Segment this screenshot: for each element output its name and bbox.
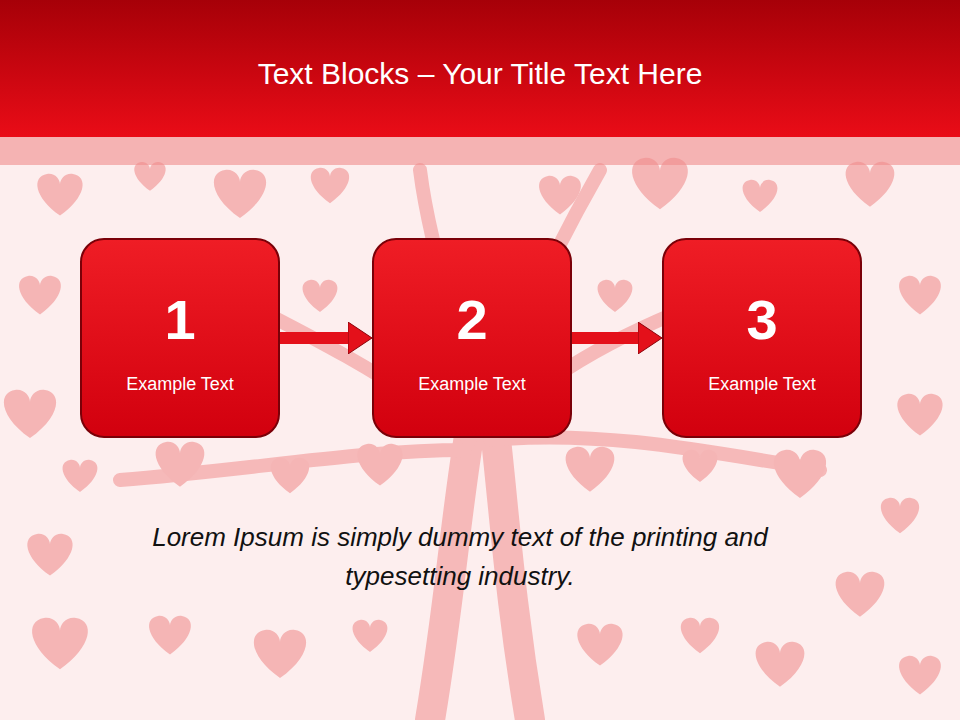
step-box: 3Example Text xyxy=(662,238,862,438)
heart xyxy=(846,162,895,207)
heart xyxy=(353,620,388,652)
heart xyxy=(899,656,941,695)
heart xyxy=(899,276,941,315)
heart xyxy=(32,618,88,669)
heart xyxy=(37,174,82,216)
heart xyxy=(254,630,306,678)
caption: Lorem Ipsum is simply dummy text of the … xyxy=(110,518,810,596)
heart xyxy=(149,616,191,655)
heart xyxy=(897,394,942,436)
heart xyxy=(357,444,402,486)
heart xyxy=(598,280,633,312)
step-number: 3 xyxy=(664,280,860,360)
slide-title: Text Blocks – Your Title Text Here xyxy=(0,52,960,96)
heart xyxy=(836,572,885,617)
heart xyxy=(63,460,98,492)
header-bar xyxy=(0,0,960,137)
heart xyxy=(681,618,719,653)
heart xyxy=(632,158,688,209)
heart xyxy=(19,276,61,315)
heart xyxy=(881,498,919,533)
heart xyxy=(271,458,309,493)
step-label: Example Text xyxy=(374,370,570,398)
heart xyxy=(27,534,72,576)
step-box: 2Example Text xyxy=(372,238,572,438)
hearts xyxy=(4,158,943,695)
flow-arrow xyxy=(572,332,646,344)
heart xyxy=(566,447,615,492)
step-label: Example Text xyxy=(664,370,860,398)
heart xyxy=(577,624,622,666)
step-number: 1 xyxy=(82,280,278,360)
heart xyxy=(683,450,718,482)
step-box: 1Example Text xyxy=(80,238,280,438)
heart xyxy=(156,442,205,487)
heart xyxy=(743,180,778,212)
heart xyxy=(214,170,266,218)
heart xyxy=(4,390,56,438)
heart xyxy=(539,176,581,215)
heart xyxy=(756,642,805,687)
header-band xyxy=(0,137,960,165)
heart xyxy=(303,280,338,312)
heart xyxy=(774,450,826,498)
step-label: Example Text xyxy=(82,370,278,398)
step-number: 2 xyxy=(374,280,570,360)
flow-arrow xyxy=(280,332,356,344)
heart xyxy=(134,162,165,191)
heart xyxy=(311,168,349,203)
